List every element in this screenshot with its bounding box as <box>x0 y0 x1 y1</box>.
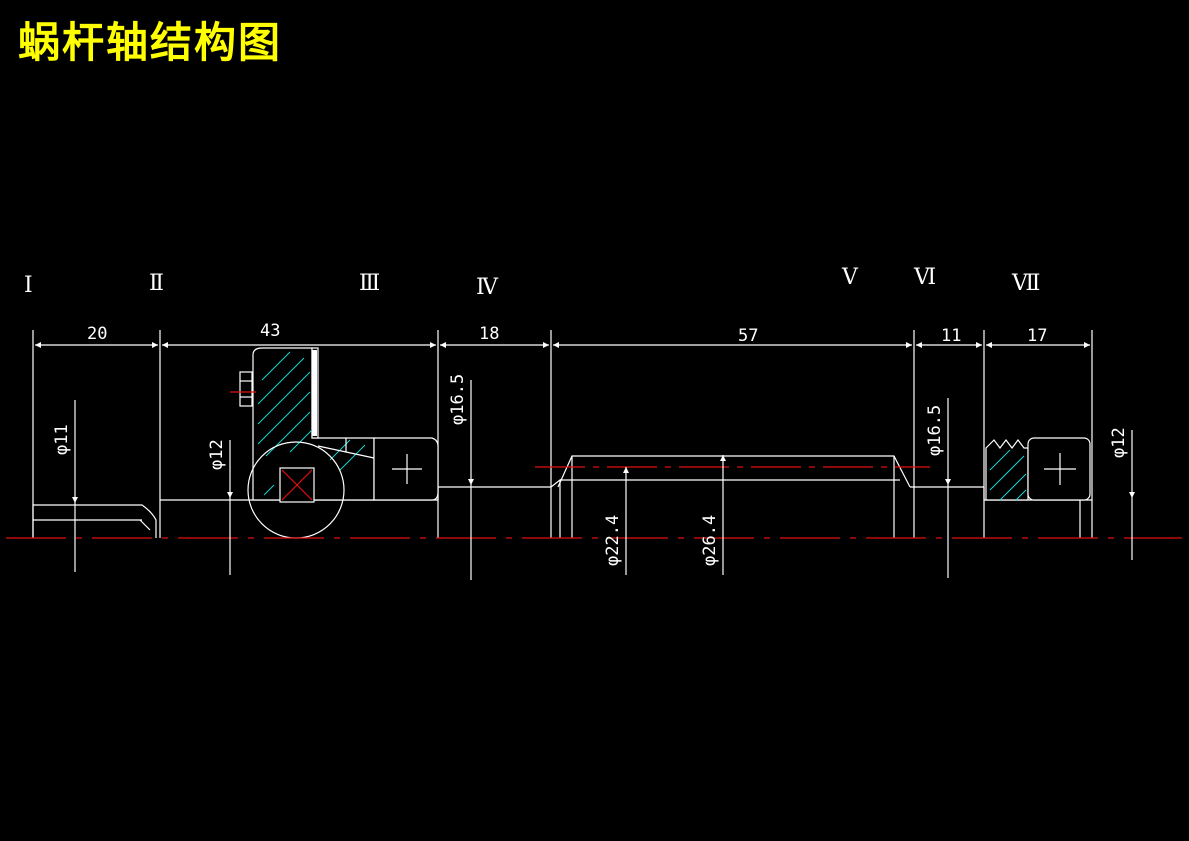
right-bearing-assembly <box>985 437 1091 501</box>
section-label-5: Ⅴ <box>841 265 859 290</box>
length-dim-3: 18 <box>479 324 499 344</box>
section-label-2: Ⅱ <box>149 271 164 296</box>
section-label-3: Ⅲ <box>359 271 380 296</box>
diameter-dim-7: φ12 <box>1109 427 1129 458</box>
diameter-dim-6: φ16.5 <box>925 405 945 456</box>
section-label-1: Ⅰ <box>24 273 33 298</box>
diameter-dim-1: φ11 <box>52 424 72 455</box>
diameter-dim-2: φ12 <box>207 439 227 470</box>
section-label-4: Ⅳ <box>476 275 499 300</box>
extension-lines <box>32 330 1093 538</box>
shaft-outline <box>32 455 1093 538</box>
section-label-6: Ⅵ <box>913 265 936 290</box>
section-label-7: Ⅶ <box>1011 271 1040 296</box>
length-dim-1: 20 <box>87 324 107 344</box>
section-labels: Ⅰ Ⅱ Ⅲ Ⅳ Ⅴ Ⅵ Ⅶ <box>24 265 1040 300</box>
drawing-title: 蜗杆轴结构图 <box>18 18 283 67</box>
length-dim-5: 11 <box>941 326 961 346</box>
diameter-dimensions: φ11 φ12 φ16.5 φ22.4 φ26.4 φ16.5 φ12 <box>52 374 1129 566</box>
length-dim-6: 17 <box>1027 326 1047 346</box>
length-dim-2: 43 <box>260 321 280 341</box>
diameter-dimension-lines <box>72 380 1135 580</box>
length-dim-4: 57 <box>738 326 758 346</box>
centerlines <box>6 466 1182 539</box>
diameter-dim-4: φ22.4 <box>603 515 623 566</box>
diameter-dim-5: φ26.4 <box>700 515 720 566</box>
diameter-dim-3: φ16.5 <box>448 374 468 425</box>
length-dimensions: 20 43 18 57 11 17 <box>87 321 1047 346</box>
left-bearing-assembly <box>230 347 439 539</box>
